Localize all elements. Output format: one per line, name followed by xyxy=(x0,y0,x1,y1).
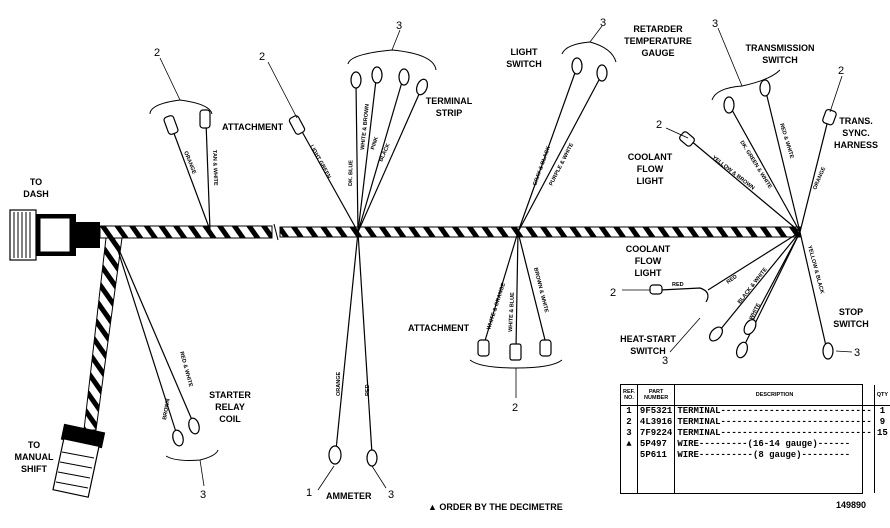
callout-number: 2 xyxy=(154,47,160,59)
wire-label: WHITE & ORANGE xyxy=(486,282,507,331)
callout-number: 3 xyxy=(388,489,394,501)
filler-cell xyxy=(874,461,890,493)
callout-numbers: 2 2 3 3 3 2 2 2 2 3 3 2 3 1 3 2 xyxy=(154,17,860,501)
wire-label: GRAY & BLACK xyxy=(532,146,552,187)
callout-number: 3 xyxy=(396,20,402,32)
header-description: DESCRIPTION xyxy=(674,385,875,406)
callout-number: 2 xyxy=(259,51,265,63)
label-attachment-top: ATTACHMENT xyxy=(222,122,284,132)
wire-label: TAN & WHITE xyxy=(211,150,218,186)
wire-color-labels: ORANGE TAN & WHITE LIGHT GREEN DK. BLUE … xyxy=(162,104,827,421)
cell-qty: 9 xyxy=(879,417,886,427)
header-ref-no: REF. NO. xyxy=(621,385,638,406)
callout-number: 2 xyxy=(656,119,662,131)
callout-leaders xyxy=(149,25,853,491)
label-footnote: ▲ ORDER BY THE DECIMETRE xyxy=(428,502,563,512)
cell-ref: 2 xyxy=(621,417,638,428)
callout-number: 2 xyxy=(512,402,518,414)
table-header-row: REF. NO. PART NUMBER DESCRIPTION QTY xyxy=(621,385,890,406)
wire-label: WHITE & BROWN xyxy=(360,104,371,151)
label-attachment-bottom: ATTACHMENT xyxy=(408,323,470,333)
wire-label: RED xyxy=(726,274,739,286)
wire-label: ORANGE xyxy=(336,372,342,396)
table-filler-row xyxy=(621,461,890,493)
callout-number: 3 xyxy=(600,17,606,29)
header-qty: QTY xyxy=(874,385,890,406)
wire-label: RED & WHITE xyxy=(178,351,193,388)
table-row: 2 4L3916 TERMINAL-----------------------… xyxy=(621,417,890,428)
wire-bundle xyxy=(113,69,829,455)
wire-label: DK. BLUE xyxy=(348,160,354,186)
cell-part: 4L3916 xyxy=(637,417,676,428)
wire-label: RED xyxy=(672,282,684,288)
wire-label: PINK xyxy=(370,136,380,150)
cell-desc: WIRE----------(8 gauge)--------- xyxy=(674,450,875,461)
manual-shift-branch xyxy=(52,237,123,498)
wire-label: LIGHT GREEN xyxy=(308,144,331,180)
filler-cell xyxy=(621,461,638,493)
filler-cell xyxy=(637,461,676,493)
main-harness-trunk xyxy=(99,223,801,241)
cell-ref xyxy=(621,450,638,461)
callout-number: 3 xyxy=(200,489,206,501)
parts-list-table: REF. NO. PART NUMBER DESCRIPTION QTY 1 9… xyxy=(620,384,890,494)
wire-label: BROWN & WHITE xyxy=(532,267,549,314)
cell-part: 5P497 xyxy=(637,439,676,450)
callout-number: 1 xyxy=(306,487,312,499)
cell-part: 5P611 xyxy=(637,450,676,461)
callout-number: 2 xyxy=(610,287,616,299)
cell-ref: 1 xyxy=(621,405,638,417)
cell-part: 7F9224 xyxy=(637,428,676,439)
wire-label: BROWN xyxy=(162,398,172,420)
wire-label: RED xyxy=(365,384,371,396)
table-row: 3 7F9224 TERMINAL-----------------------… xyxy=(621,428,890,439)
cell-ref: 3 xyxy=(621,428,638,439)
cell-desc: TERMINAL---------------------------- xyxy=(674,428,875,439)
wire-label: YELLOW & BROWN xyxy=(711,155,756,192)
table-row: ▲ 5P497 WIRE---------(16-14 gauge)------ xyxy=(621,439,890,450)
wire-label: ORANGE xyxy=(182,151,197,176)
cell-qty: 1 xyxy=(879,406,886,416)
wire-label: WHITE xyxy=(748,302,762,321)
cell-qty xyxy=(874,450,890,461)
label-ammeter: AMMETER xyxy=(326,491,372,501)
header-part-number: PART NUMBER xyxy=(637,385,676,406)
table-row: 1 9F5321 TERMINAL-----------------------… xyxy=(621,405,890,417)
cell-desc: TERMINAL---------------------------- xyxy=(674,417,875,428)
cell-ref: ▲ xyxy=(621,439,638,450)
cell-desc: WIRE---------(16-14 gauge)------ xyxy=(674,439,875,450)
cell-qty xyxy=(874,439,890,450)
table-row: 5P611 WIRE----------(8 gauge)--------- xyxy=(621,450,890,461)
wire-label: ORANGE xyxy=(812,166,827,191)
callout-number: 2 xyxy=(838,65,844,77)
wire-label: WHITE & BLUE xyxy=(508,292,516,332)
filler-cell xyxy=(674,461,875,493)
callout-number: 3 xyxy=(854,347,860,359)
callout-number: 3 xyxy=(712,18,718,30)
callout-number: 3 xyxy=(662,355,668,367)
cell-desc: TERMINAL---------------------------- xyxy=(674,405,875,417)
label-trans-sync-harness: TRANS.SYNC.HARNESS xyxy=(834,116,878,150)
label-drawing-number: 149890 xyxy=(836,500,866,510)
dash-connector xyxy=(9,209,100,261)
cell-qty: 15 xyxy=(877,428,888,438)
cell-part: 9F5321 xyxy=(637,405,676,417)
